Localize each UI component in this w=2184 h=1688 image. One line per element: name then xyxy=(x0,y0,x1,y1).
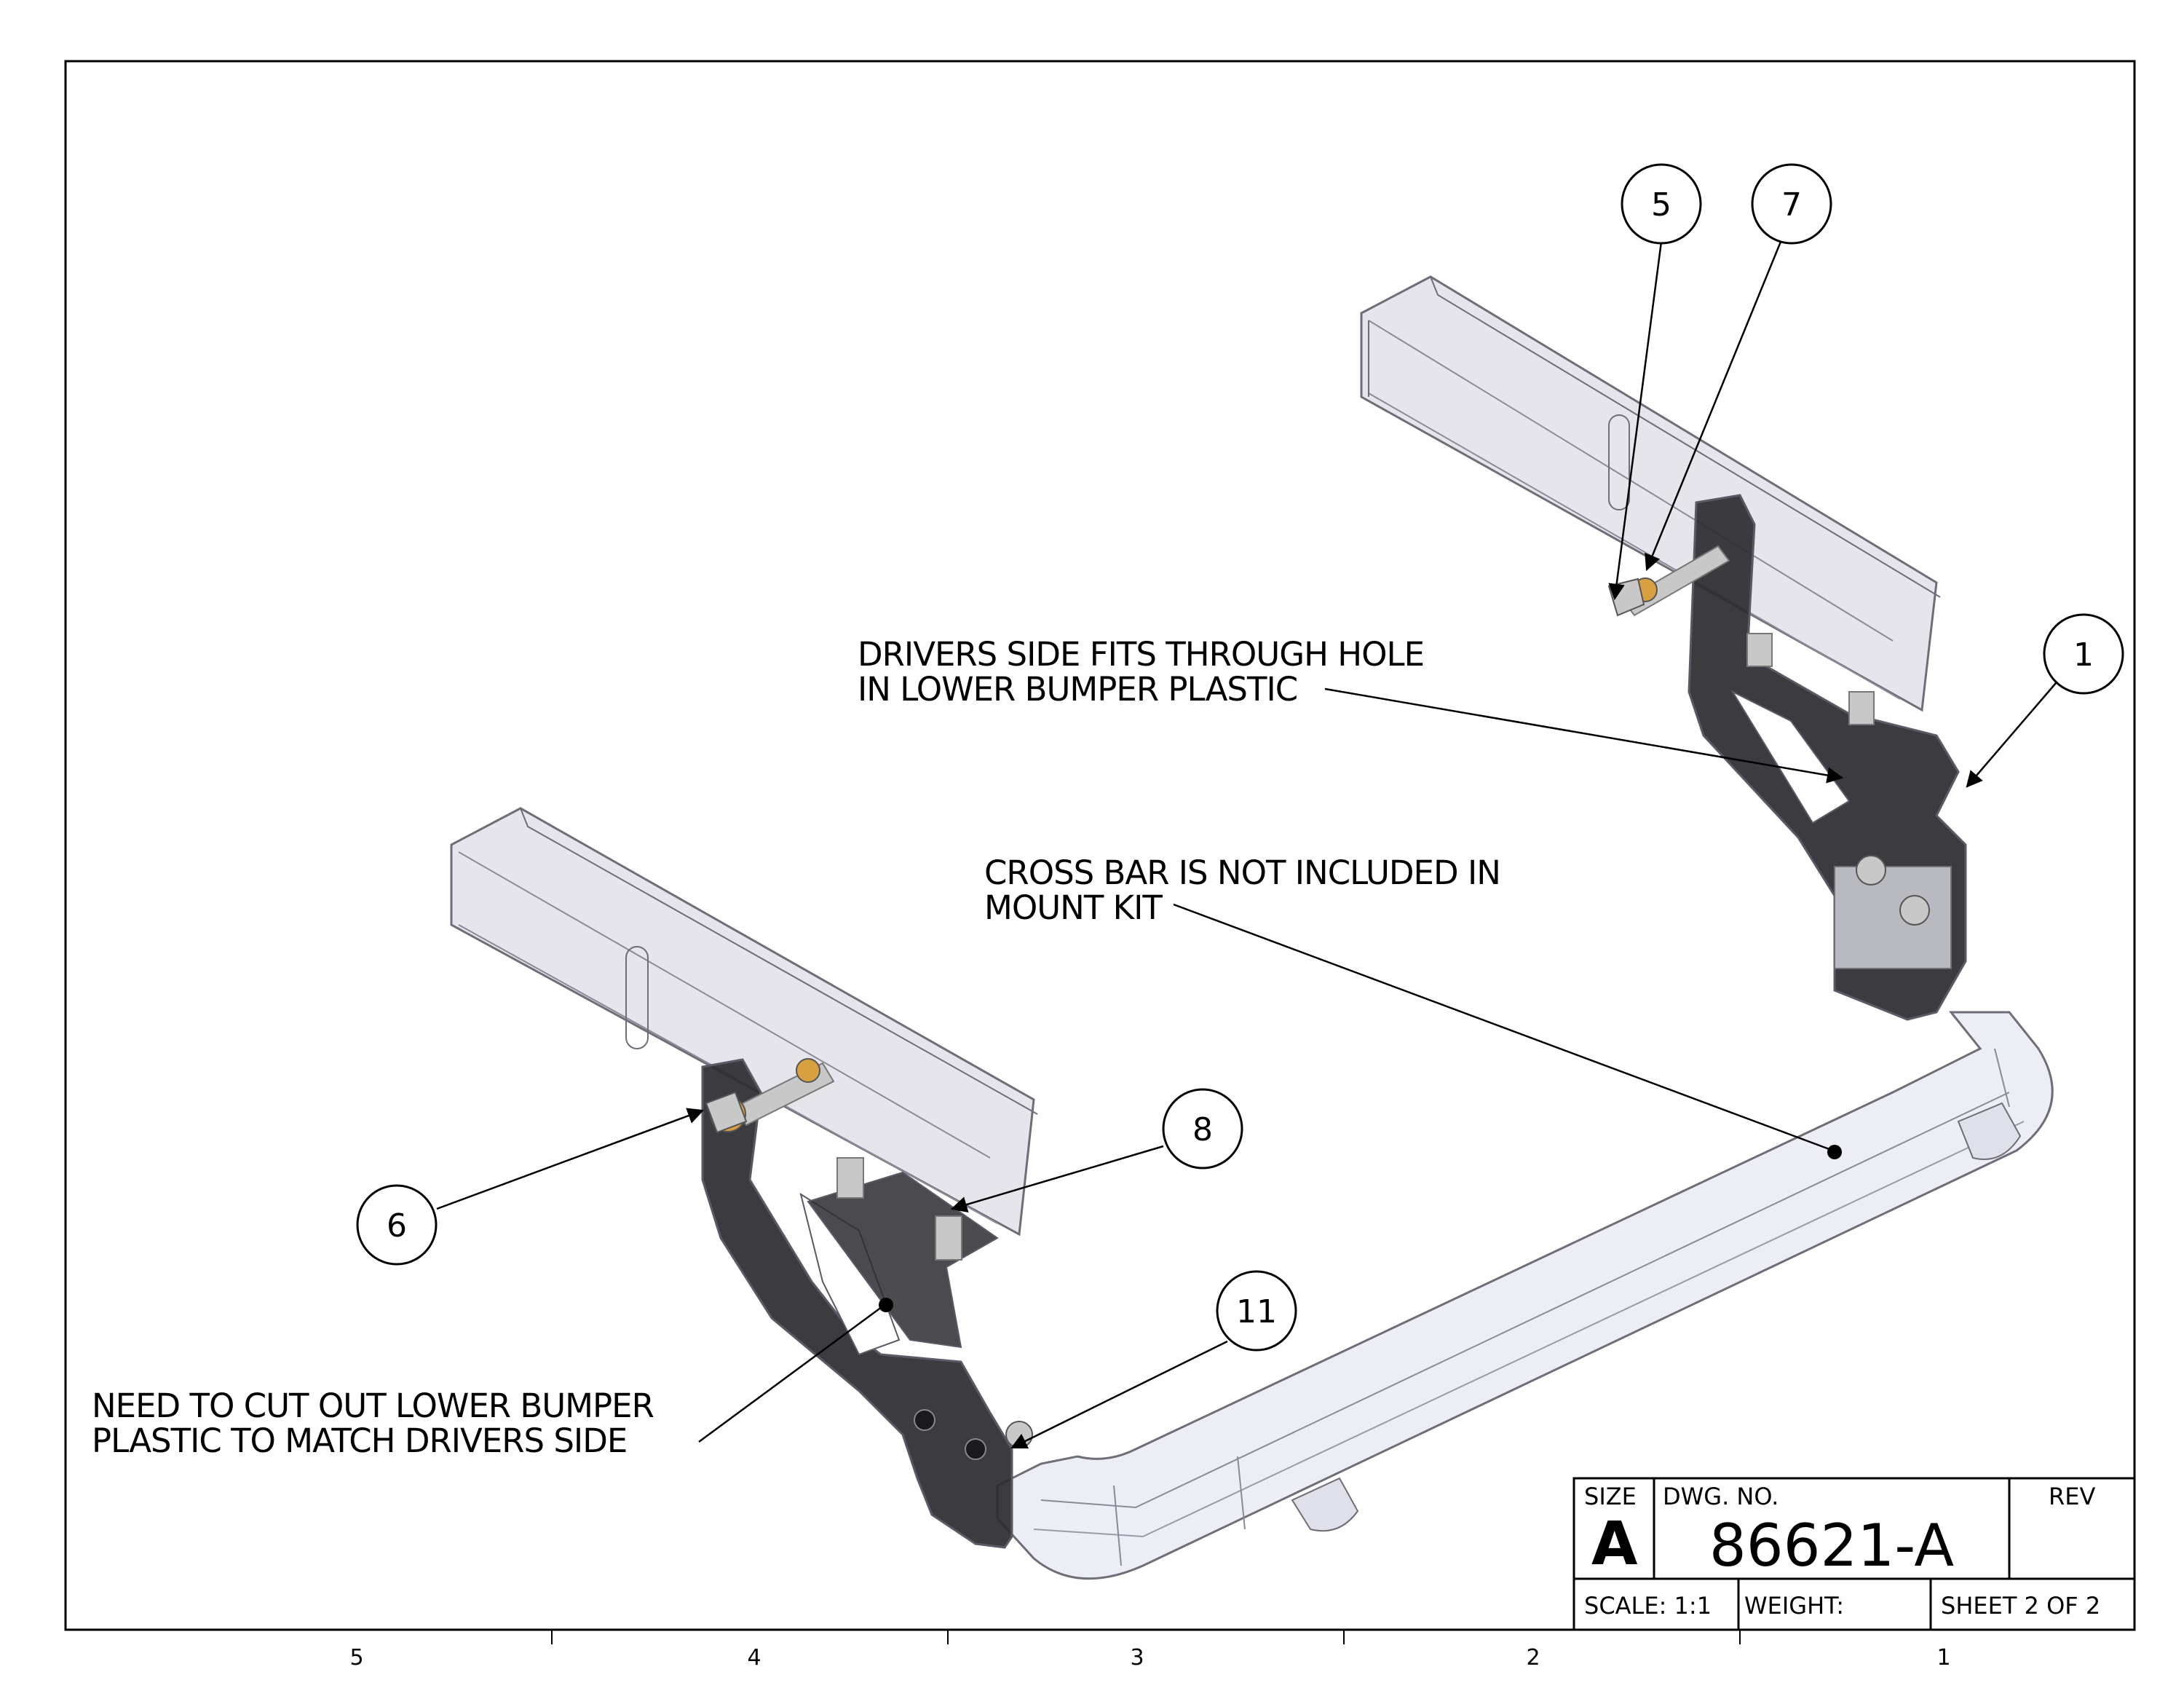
leader-8 xyxy=(950,1145,1164,1213)
balloon-7-label: 7 xyxy=(1781,186,1802,224)
leader-lines xyxy=(436,241,2057,1449)
balloon-1-label: 1 xyxy=(2073,636,2094,674)
leader-11 xyxy=(1010,1340,1228,1449)
note-cut-out-line1: NEED TO CUT OUT LOWER BUMPER xyxy=(92,1387,654,1425)
title-size-value: A xyxy=(1591,1510,1638,1579)
leader-5 xyxy=(1608,241,1663,601)
cut-out-leader-dot xyxy=(879,1298,893,1312)
balloon-11-label: 11 xyxy=(1236,1293,1277,1330)
zone-ticks xyxy=(551,1630,1741,1644)
title-size-label: SIZE xyxy=(1584,1483,1637,1510)
leader-1 xyxy=(1966,682,2057,788)
title-dwg-no-label: DWG. NO. xyxy=(1663,1483,1779,1510)
title-sheet: SHEET 2 OF 2 xyxy=(1941,1592,2100,1620)
cross-bar-leader-dot xyxy=(1827,1145,1842,1159)
balloon-8: 8 xyxy=(1162,1088,1243,1170)
balloon-11: 11 xyxy=(1216,1270,1297,1352)
cross-bar xyxy=(996,1011,2054,1580)
note-cross-bar-line2: MOUNT KIT xyxy=(984,888,1163,927)
drawing-border xyxy=(64,60,2136,1631)
leader-7 xyxy=(1645,241,1782,572)
note-drivers-side-line2: IN LOWER BUMPER PLASTIC xyxy=(858,670,1297,709)
balloon-5-label: 5 xyxy=(1651,186,1671,224)
title-rev-label: REV xyxy=(2049,1483,2095,1510)
title-block xyxy=(1572,1477,2136,1631)
title-weight: WEIGHT: xyxy=(1744,1592,1844,1620)
balloon-5: 5 xyxy=(1621,163,1702,245)
zone-label-4: 4 xyxy=(747,1645,761,1671)
zone-label-2: 2 xyxy=(1526,1645,1540,1671)
balloon-7: 7 xyxy=(1751,163,1832,245)
right-receiver-tube xyxy=(1360,275,1941,712)
title-scale: SCALE: 1:1 xyxy=(1584,1592,1712,1620)
zone-label-3: 3 xyxy=(1130,1645,1144,1671)
note-cross-bar-line1: CROSS BAR IS NOT INCLUDED IN xyxy=(984,853,1500,892)
zone-label-1: 1 xyxy=(1936,1645,1950,1671)
balloon-6: 6 xyxy=(356,1184,438,1266)
leader-6 xyxy=(436,1108,705,1210)
right-hardware xyxy=(1607,545,1930,926)
leader-drivers-side xyxy=(1324,687,1844,784)
balloon-8-label: 8 xyxy=(1192,1111,1213,1148)
balloon-1: 1 xyxy=(2043,613,2124,695)
note-drivers-side-line1: DRIVERS SIDE FITS THROUGH HOLE xyxy=(858,635,1424,674)
leader-cross-bar xyxy=(1173,903,1834,1152)
right-bracket xyxy=(1688,494,1967,1021)
note-cut-out-line2: PLASTIC TO MATCH DRIVERS SIDE xyxy=(92,1421,627,1460)
title-dwg-no-value: 86621-A xyxy=(1709,1512,1955,1579)
zone-label-5: 5 xyxy=(349,1645,363,1671)
balloon-6-label: 6 xyxy=(387,1207,407,1245)
leader-cut-out xyxy=(698,1304,885,1443)
